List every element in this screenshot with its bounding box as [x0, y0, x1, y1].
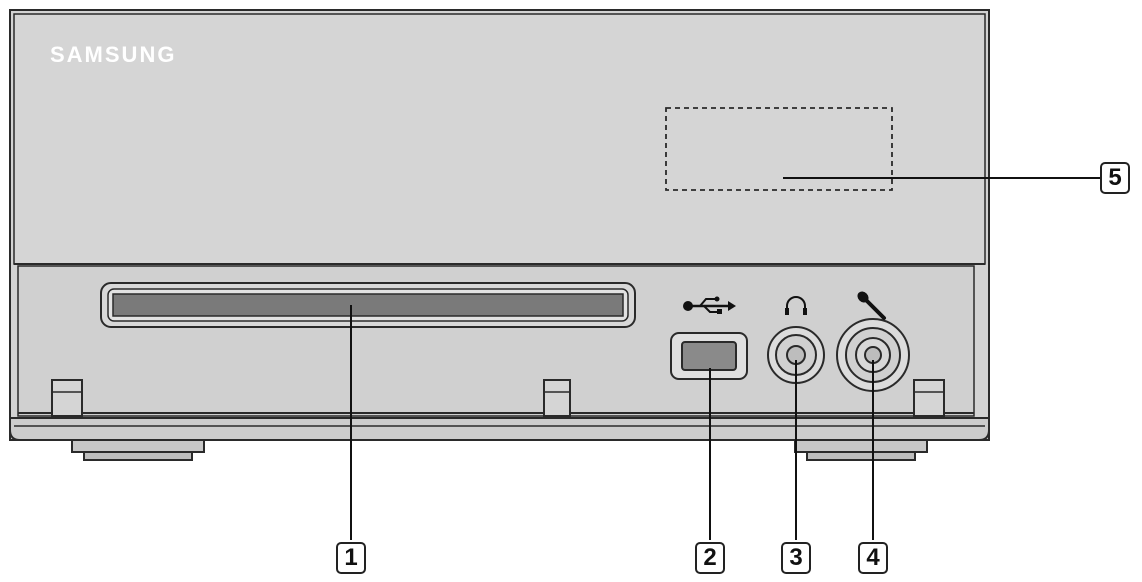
callout-3: 3 — [781, 542, 811, 574]
callout-4: 4 — [858, 542, 888, 574]
disc-slot — [100, 282, 636, 328]
right-foot — [794, 437, 928, 461]
microphone-icon — [857, 291, 886, 320]
callout-5: 5 — [1100, 162, 1130, 194]
usb-icon — [683, 296, 736, 314]
left-foot — [71, 437, 205, 461]
device-body — [9, 9, 990, 441]
usb-port — [670, 332, 748, 380]
callout-2: 2 — [695, 542, 725, 574]
microphone-jack — [836, 318, 910, 392]
clip-left — [51, 379, 83, 417]
brand-logo: SAMSUNG — [50, 42, 177, 67]
callout-1: 1 — [336, 542, 366, 574]
clip-center — [543, 379, 571, 417]
leader-lines — [350, 177, 1100, 540]
clip-right — [913, 379, 945, 417]
headphones-icon — [785, 296, 807, 315]
headphone-jack — [767, 326, 825, 384]
display-area — [665, 107, 893, 191]
